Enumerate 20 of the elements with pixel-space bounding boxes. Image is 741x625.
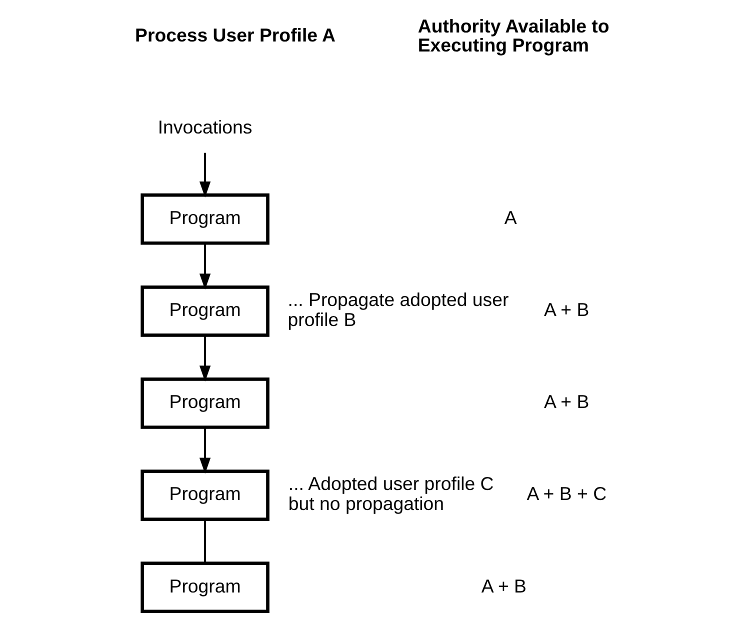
label: A + B + C bbox=[526, 483, 607, 504]
arrow bbox=[199, 243, 211, 290]
arrow bbox=[199, 336, 211, 382]
arrow bbox=[199, 152, 211, 198]
node-text: Invocations bbox=[158, 116, 252, 138]
node-label: ... Propagate adopted user profile B bbox=[288, 289, 509, 330]
label: A + B bbox=[544, 391, 590, 412]
connector bbox=[204, 520, 206, 563]
node-box: Program bbox=[140, 285, 270, 337]
node-label: ... Adopted user profile C but no propagation bbox=[288, 473, 494, 514]
arrow bbox=[199, 428, 211, 474]
label: A bbox=[504, 207, 517, 228]
label: A + B bbox=[544, 299, 590, 320]
node-box: Program bbox=[140, 193, 270, 245]
node-box: Program bbox=[140, 378, 270, 429]
node-box: Program bbox=[140, 470, 270, 521]
label: Authority Available to Executing Program bbox=[418, 16, 610, 56]
label: A + B bbox=[481, 575, 526, 596]
node-box: Program bbox=[140, 562, 270, 614]
label: Process User Profile A bbox=[135, 24, 336, 46]
